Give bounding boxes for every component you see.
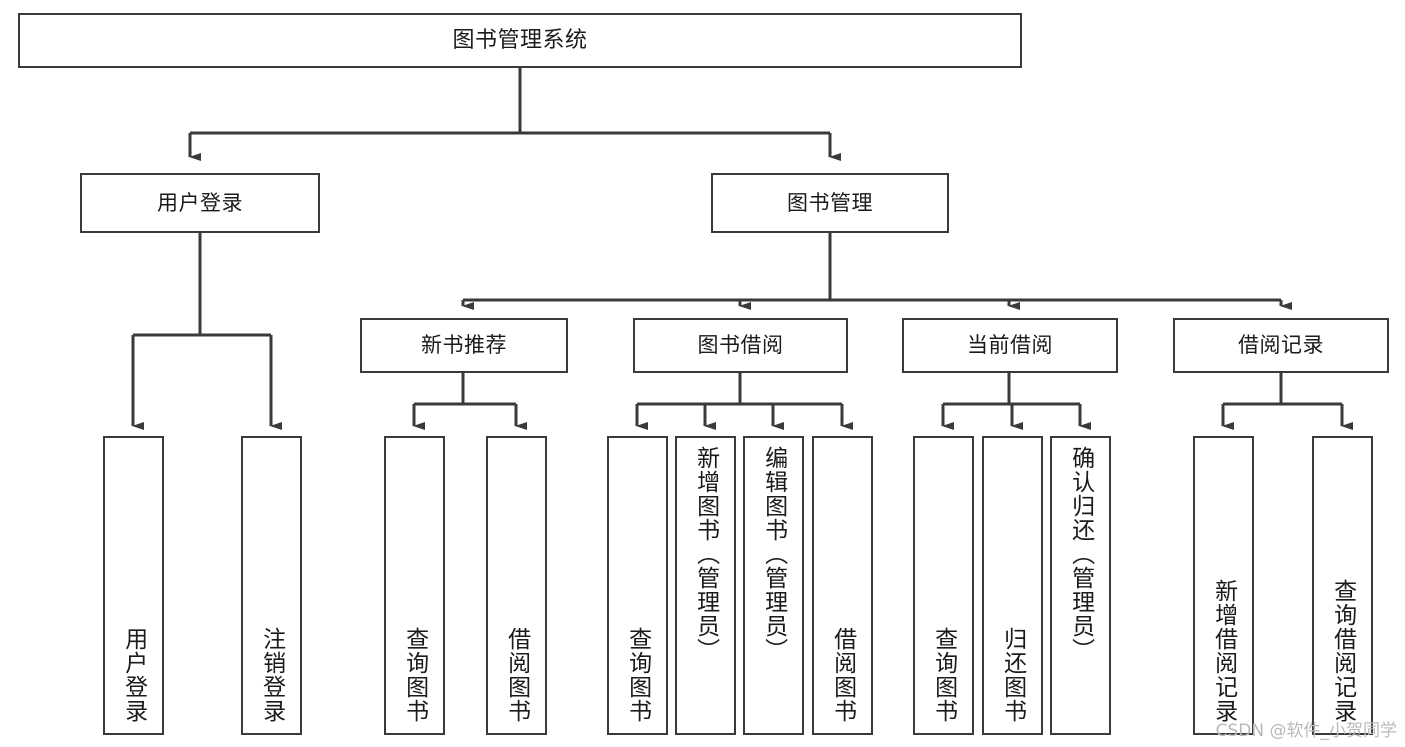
node-leaf-borrow-book-2-label: 借阅图书 <box>829 627 856 723</box>
node-leaf-add-borrow-record[interactable]: 新增借阅记录 <box>1193 436 1254 735</box>
node-root-label: 图书管理系统 <box>452 27 588 53</box>
node-leaf-query-borrow-record[interactable]: 查询借阅记录 <box>1312 436 1373 735</box>
node-current-borrow-label: 当前借阅 <box>967 333 1053 357</box>
node-leaf-user-logout[interactable]: 注销登录 <box>241 436 302 735</box>
node-leaf-query-book-2-label: 查询图书 <box>624 627 651 723</box>
node-leaf-query-book-2[interactable]: 查询图书 <box>607 436 668 735</box>
node-leaf-user-logout-label: 注销登录 <box>258 627 285 723</box>
node-leaf-query-book-1-label: 查询图书 <box>401 627 428 723</box>
node-leaf-confirm-return-admin-label: 确认归还（管理员） <box>1067 446 1094 662</box>
node-book-borrow[interactable]: 图书借阅 <box>633 318 848 373</box>
node-leaf-return-book[interactable]: 归还图书 <box>982 436 1043 735</box>
node-leaf-borrow-book-2[interactable]: 借阅图书 <box>812 436 873 735</box>
node-leaf-add-book-admin[interactable]: 新增图书（管理员） <box>675 436 736 735</box>
node-root[interactable]: 图书管理系统 <box>18 13 1022 68</box>
node-new-book-recommend[interactable]: 新书推荐 <box>360 318 568 373</box>
node-leaf-borrow-book-1[interactable]: 借阅图书 <box>486 436 547 735</box>
node-leaf-query-book-3-label: 查询图书 <box>930 627 957 723</box>
node-leaf-user-login-label: 用户登录 <box>120 627 147 723</box>
node-book-manage[interactable]: 图书管理 <box>711 173 949 233</box>
node-leaf-edit-book-admin[interactable]: 编辑图书（管理员） <box>743 436 804 735</box>
node-leaf-query-book-3[interactable]: 查询图书 <box>913 436 974 735</box>
node-leaf-confirm-return-admin[interactable]: 确认归还（管理员） <box>1050 436 1111 735</box>
watermark: CSDN @软件_小贺同学 <box>1215 721 1397 741</box>
node-book-borrow-label: 图书借阅 <box>697 333 784 357</box>
node-leaf-borrow-book-1-label: 借阅图书 <box>503 627 530 723</box>
node-leaf-add-book-admin-label: 新增图书（管理员） <box>692 446 719 662</box>
node-leaf-user-login[interactable]: 用户登录 <box>103 436 164 735</box>
node-leaf-add-borrow-record-label: 新增借阅记录 <box>1210 579 1237 723</box>
node-leaf-query-borrow-record-label: 查询借阅记录 <box>1329 579 1356 723</box>
node-new-book-recommend-label: 新书推荐 <box>421 333 507 357</box>
node-borrow-record-label: 借阅记录 <box>1238 333 1324 357</box>
node-user-login-label: 用户登录 <box>157 190 243 215</box>
node-leaf-edit-book-admin-label: 编辑图书（管理员） <box>760 446 787 662</box>
node-leaf-query-book-1[interactable]: 查询图书 <box>384 436 445 735</box>
node-book-manage-label: 图书管理 <box>787 190 873 215</box>
node-leaf-return-book-label: 归还图书 <box>999 627 1026 723</box>
node-borrow-record[interactable]: 借阅记录 <box>1173 318 1389 373</box>
node-user-login[interactable]: 用户登录 <box>80 173 320 233</box>
node-current-borrow[interactable]: 当前借阅 <box>902 318 1118 373</box>
